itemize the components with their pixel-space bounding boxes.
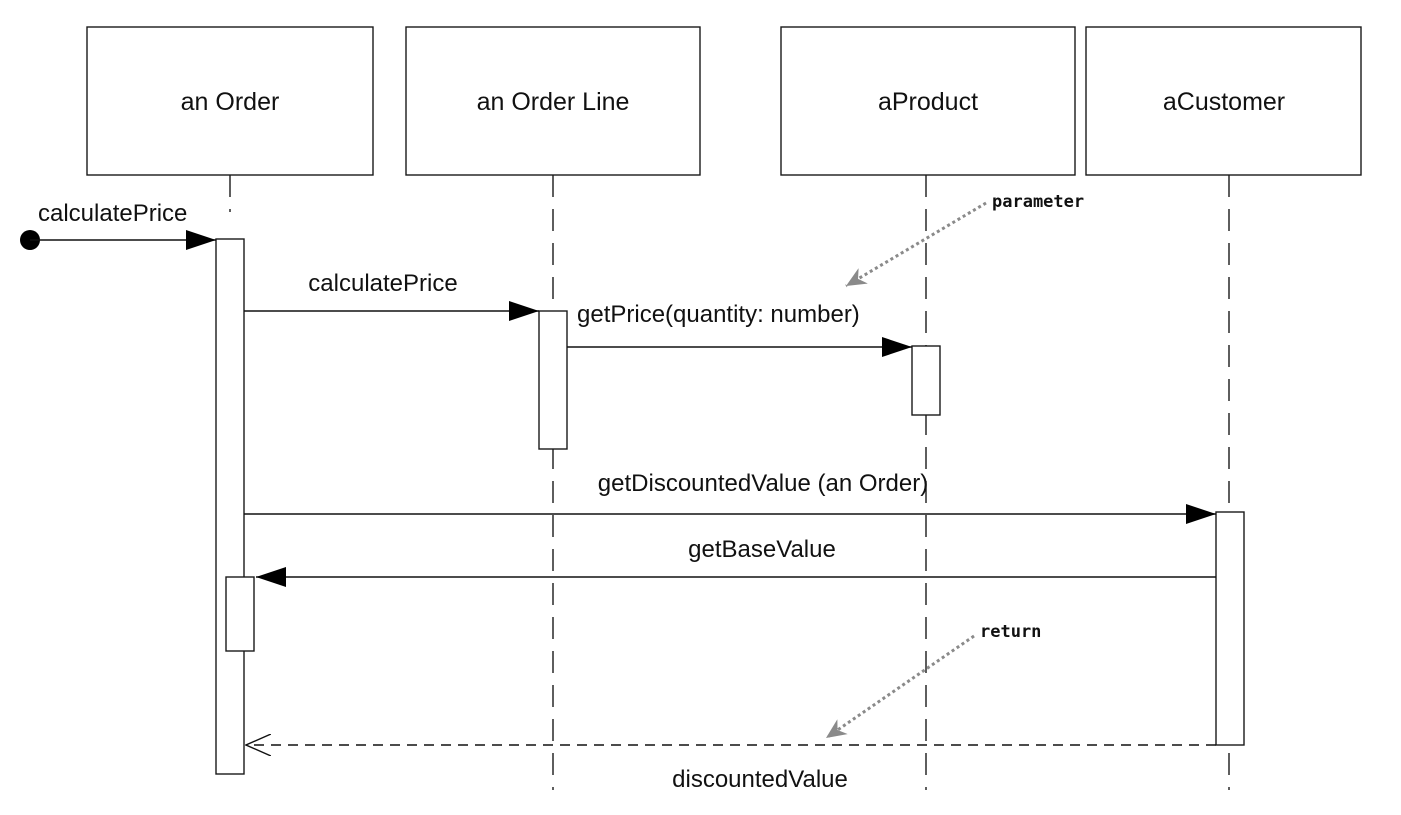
message-label: discountedValue bbox=[672, 766, 848, 793]
activation-an-order-line bbox=[538, 310, 568, 450]
object-an-order-line: an Order Line bbox=[405, 26, 701, 176]
object-label: an Order Line bbox=[477, 88, 630, 116]
object-box bbox=[780, 26, 1076, 176]
message-label: getPrice(quantity: number) bbox=[577, 301, 860, 328]
activation-aproduct bbox=[911, 345, 941, 416]
object-box bbox=[405, 26, 701, 176]
message-label: getDiscountedValue (an Order) bbox=[598, 470, 928, 497]
message-label: calculatePrice bbox=[308, 270, 457, 297]
object-an-order: an Order bbox=[86, 26, 374, 176]
note-arrow bbox=[825, 634, 975, 740]
object-label: an Order bbox=[181, 88, 280, 116]
message-get-price: getPrice(quantity: number) bbox=[567, 301, 912, 357]
message-get-base-value: getBaseValue bbox=[256, 536, 1216, 587]
message-calculate-price: calculatePrice bbox=[244, 270, 539, 321]
note-return: return bbox=[825, 622, 1041, 740]
message-found-calculate-price: calculatePrice bbox=[20, 200, 216, 250]
message-label: getBaseValue bbox=[688, 536, 836, 563]
message-label: calculatePrice bbox=[38, 200, 187, 227]
object-acustomer: aCustomer bbox=[1085, 26, 1362, 176]
message-get-discounted-value: getDiscountedValue (an Order) bbox=[244, 470, 1216, 524]
object-box bbox=[86, 26, 374, 176]
object-aproduct: aProduct bbox=[780, 26, 1076, 176]
note-parameter: parameter bbox=[845, 192, 1084, 288]
note-label: parameter bbox=[992, 192, 1084, 212]
activation-an-order-self bbox=[225, 576, 255, 652]
object-label: aCustomer bbox=[1163, 88, 1285, 116]
note-label: return bbox=[980, 622, 1041, 642]
object-box bbox=[1085, 26, 1362, 176]
message-return-discounted-value: discountedValue bbox=[246, 745, 1216, 793]
activation-an-order bbox=[215, 238, 245, 775]
note-arrow bbox=[845, 201, 987, 288]
object-label: aProduct bbox=[878, 88, 978, 116]
activation-acustomer bbox=[1215, 511, 1245, 746]
